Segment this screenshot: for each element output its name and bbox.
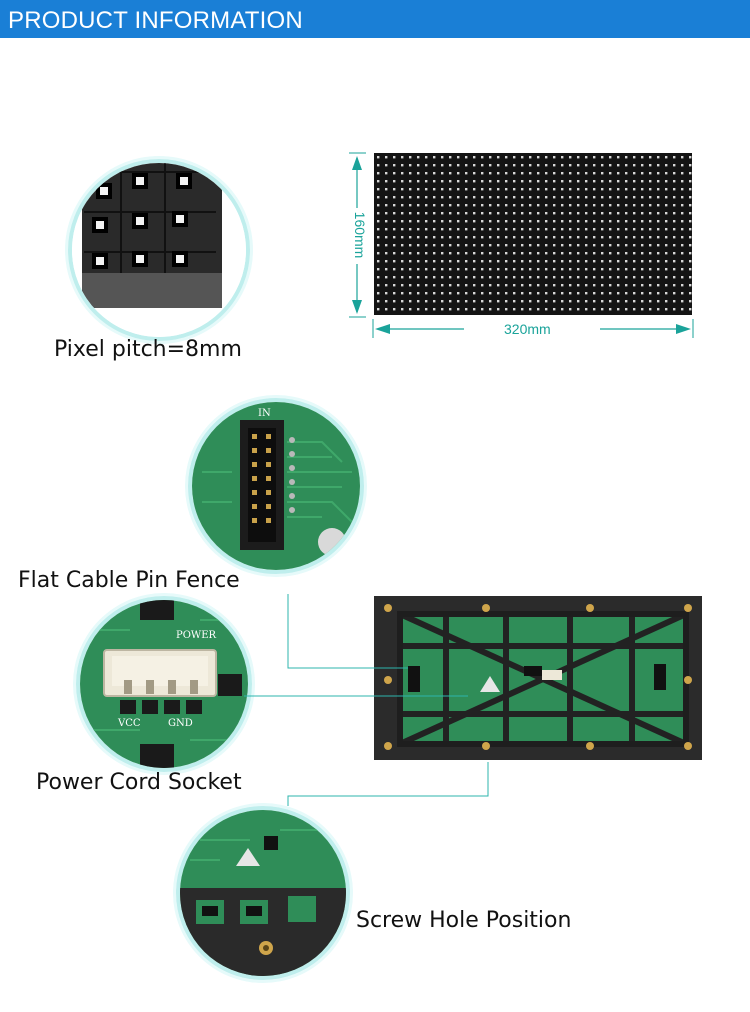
pcb-gnd-label: GND xyxy=(168,718,193,729)
height-dimension-label: 160mm xyxy=(352,211,368,259)
flat-cable-caption: Flat Cable Pin Fence xyxy=(18,568,240,593)
pixel-pitch-caption: Pixel pitch=8mm xyxy=(54,337,242,362)
screw-hole-caption: Screw Hole Position xyxy=(356,908,572,933)
pcb-in-label: IN xyxy=(258,408,271,419)
height-dimension-line xyxy=(348,152,368,318)
page-title: PRODUCT INFORMATION xyxy=(8,7,303,34)
led-module-back-image xyxy=(374,596,702,760)
pcb-power-label: POWER xyxy=(176,630,217,641)
flat-cable-closeup-image: IN xyxy=(188,398,364,574)
led-module-front-image xyxy=(374,153,692,315)
power-socket-caption: Power Cord Socket xyxy=(36,770,242,795)
power-socket-closeup-image: POWER VCC GND xyxy=(76,596,252,772)
width-dimension-line xyxy=(372,318,694,340)
screw-hole-closeup-image xyxy=(176,806,350,980)
width-dimension-label: 320mm xyxy=(504,321,551,337)
pixel-closeup-image xyxy=(68,159,250,341)
pcb-vcc-label: VCC xyxy=(118,718,141,729)
header-banner: PRODUCT INFORMATION xyxy=(0,0,750,38)
callout-lines xyxy=(240,584,500,806)
